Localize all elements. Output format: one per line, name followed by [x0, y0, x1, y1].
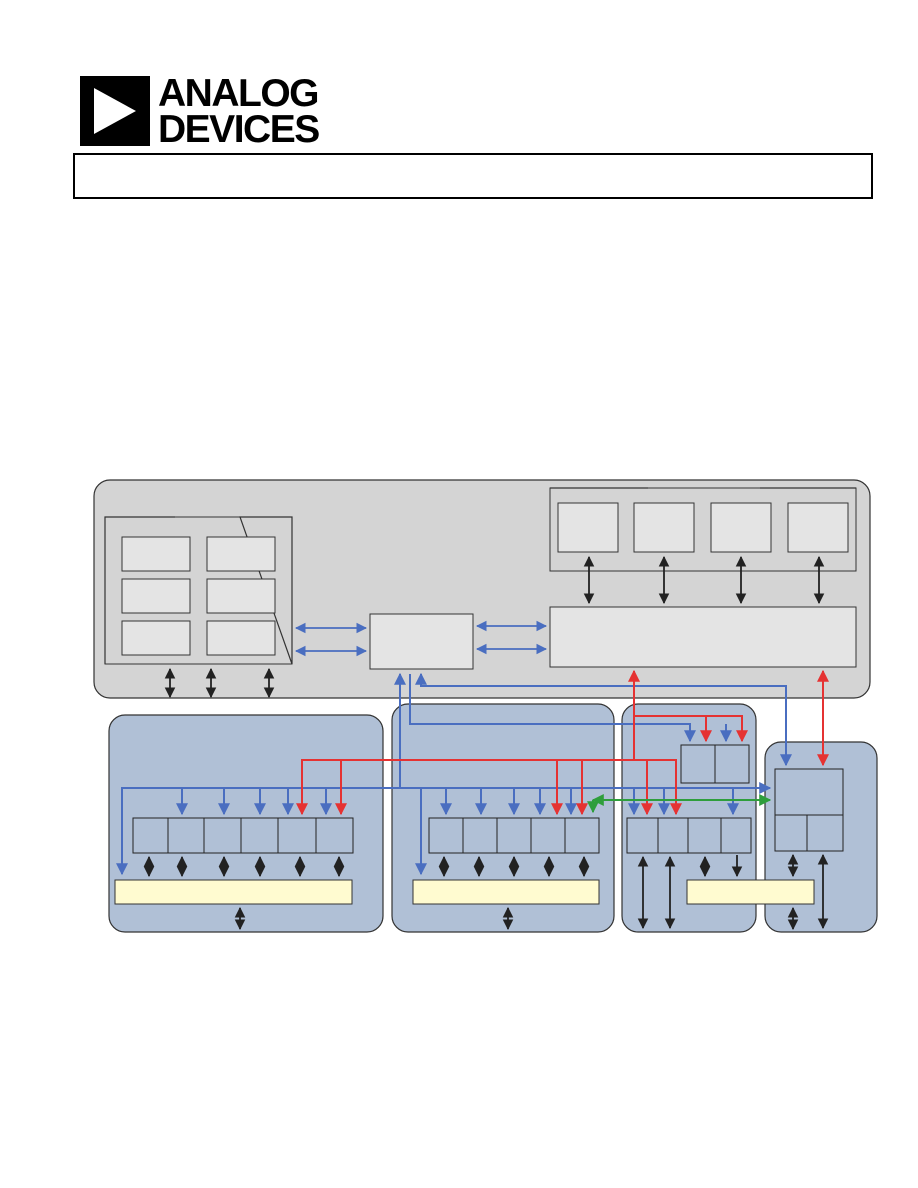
green-link [587, 794, 772, 814]
block-2-peripherals [428, 817, 600, 854]
top-right-core-group [549, 487, 857, 668]
bus-bar-1 [114, 879, 353, 905]
bus-bar-2 [412, 879, 600, 905]
memory-box-1 [121, 536, 191, 572]
bus-bar-3 [686, 879, 815, 905]
central-switch-box [369, 613, 474, 670]
triangle-logo-icon [80, 76, 150, 146]
interconnect-box [549, 606, 857, 668]
memory-box-2 [206, 536, 276, 572]
block-1-peripherals [132, 817, 354, 854]
memory-box-4 [206, 578, 276, 614]
core-interconnect-arrows [583, 555, 825, 605]
title-box [73, 153, 873, 199]
analog-devices-logo: ANALOG DEVICES [80, 72, 330, 151]
left-memory-group [104, 516, 293, 665]
block-4-peripherals [774, 768, 844, 852]
memory-box-5 [121, 620, 191, 656]
core-box-2 [633, 502, 695, 553]
logo-text-devices: DEVICES [158, 108, 320, 151]
core-box-4 [787, 502, 849, 553]
memory-box-3 [121, 578, 191, 614]
core-box-3 [710, 502, 772, 553]
memory-switch-arrows [294, 620, 548, 657]
core-box-1 [557, 502, 619, 553]
logo-text-analog: ANALOG [158, 72, 320, 115]
memory-box-6 [206, 620, 276, 656]
